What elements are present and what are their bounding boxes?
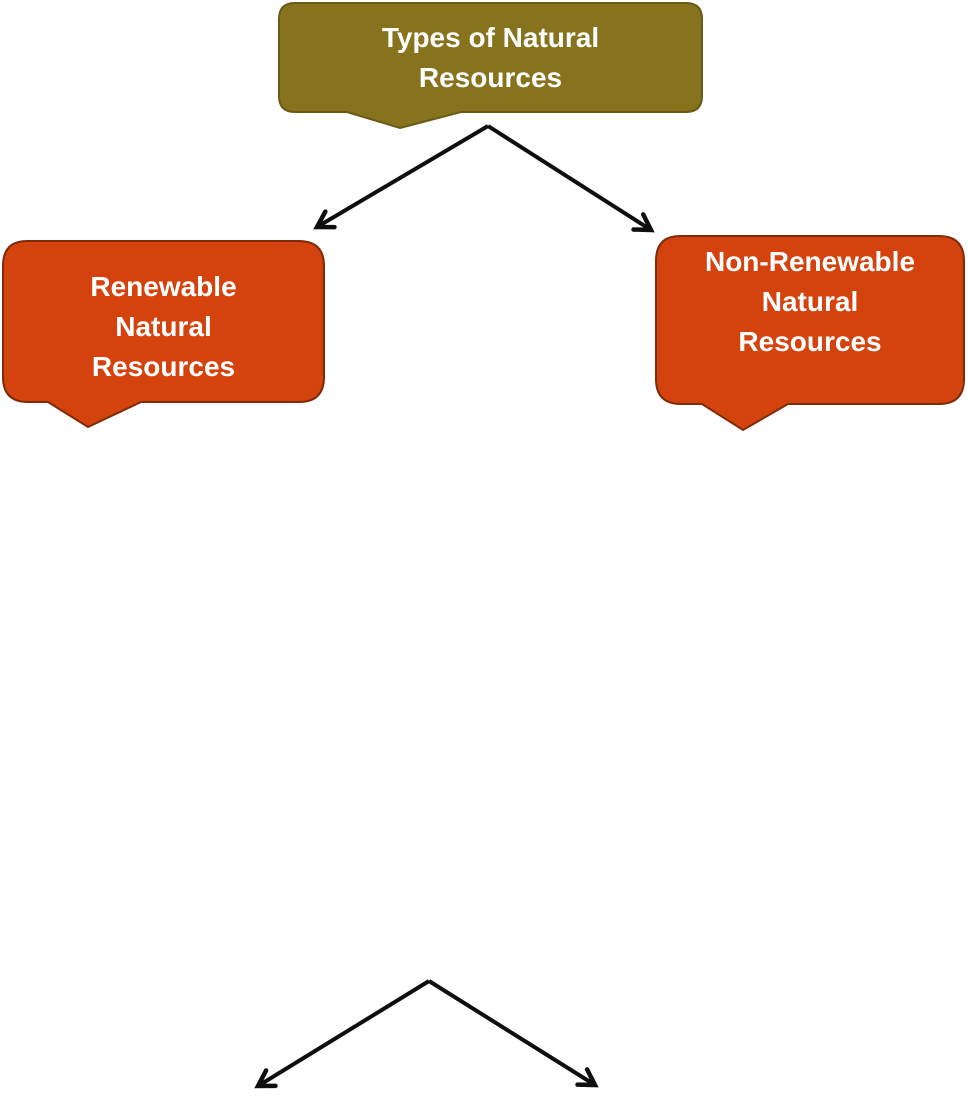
node-label-root: Types of Natural Resources: [381, 21, 600, 93]
callout-bubble-shape: [655, 235, 965, 432]
callout-bubble-shape: [2, 240, 325, 429]
node-label-non-renewable: Non-Renewable Natural Resources: [704, 246, 916, 357]
arrow-lower-branch-right: [427, 979, 599, 1088]
arrow-lower-branch-left: [254, 979, 431, 1089]
node-types-of-natural-resources: Types of Natural Resources: [278, 2, 703, 132]
arrow-root-to-renewable: [313, 124, 490, 230]
node-renewable-natural-resources: Renewable Natural Resources: [2, 240, 325, 431]
callout-bubble-shape: [278, 2, 703, 130]
node-label-renewable: Renewable Natural Resources: [90, 270, 237, 382]
node-non-renewable-natural-resources: Non-Renewable Natural Resources: [655, 235, 965, 434]
arrow-root-to-non-renewable: [486, 124, 655, 233]
